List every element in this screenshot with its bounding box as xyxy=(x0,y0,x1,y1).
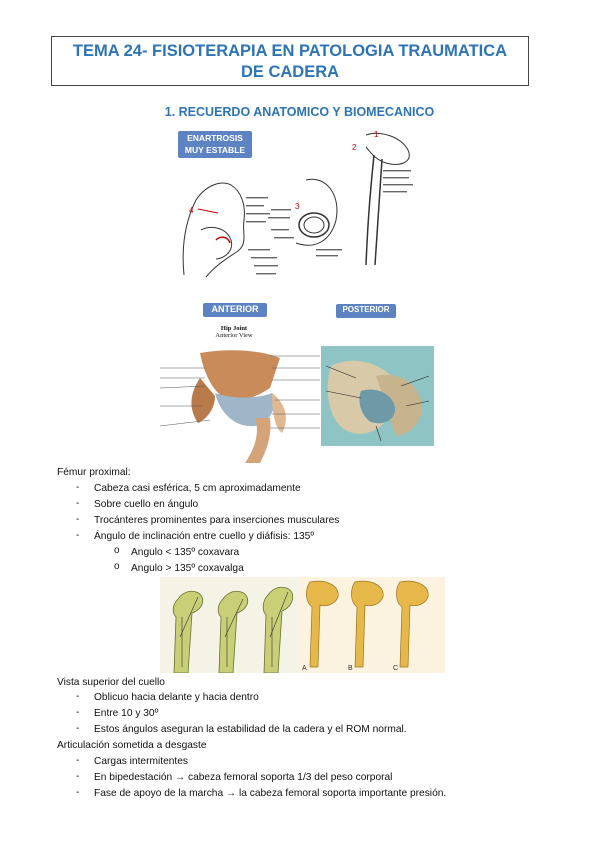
svg-text:4: 4 xyxy=(189,206,194,215)
femur-angle-figure: A B C xyxy=(160,577,445,673)
posterior-hip-illustration xyxy=(321,346,434,446)
svg-text:2: 2 xyxy=(352,143,357,152)
femur-item: Trocánteres prominentes para inserciones… xyxy=(94,515,340,526)
bullet-dash: - xyxy=(76,787,80,798)
neck-heading: Vista superior del cuello xyxy=(57,677,165,688)
bullet-dash: - xyxy=(76,755,80,766)
svg-text:3: 3 xyxy=(295,202,300,211)
enartrosis-label: ENARTROSIS MUY ESTABLE xyxy=(178,131,252,158)
wear-item: En bipedestación → cabeza femoral soport… xyxy=(94,772,393,783)
wear-heading: Articulación sometida a desgaste xyxy=(57,740,207,751)
bullet-dash: - xyxy=(76,530,80,541)
bullet-dash: - xyxy=(76,691,80,702)
title-line-2: DE CADERA xyxy=(240,63,340,81)
femur-item: Ángulo de inclinación entre cuello y diá… xyxy=(94,531,315,542)
femur-item: Sobre cuello en ángulo xyxy=(94,499,199,510)
title-line-1: TEMA 24- FISIOTERAPIA EN PATOLOGIA TRAUM… xyxy=(72,42,508,60)
neck-item: Entre 10 y 30º xyxy=(94,708,159,719)
angle-item: Angulo < 135º coxavara xyxy=(131,547,240,558)
bullet-dash: - xyxy=(76,514,80,525)
svg-text:C: C xyxy=(393,665,398,672)
anterior-hip-illustration xyxy=(160,350,320,463)
bullet-dash: - xyxy=(76,723,80,734)
title-box: TEMA 24- FISIOTERAPIA EN PATOLOGIA TRAUM… xyxy=(51,36,529,86)
bullet-dash: - xyxy=(76,771,80,782)
bullet-dash: - xyxy=(76,498,80,509)
bullet-dash: - xyxy=(76,707,80,718)
neck-item: Oblicuo hacia delante y hacia dentro xyxy=(94,692,259,703)
angle-item: Angulo > 135º coxavalga xyxy=(131,563,244,574)
femur-item: Cabeza casi esférica, 5 cm aproximadamen… xyxy=(94,483,301,494)
sub-bullet: o xyxy=(114,545,120,556)
section-heading: 1. RECUERDO ANATOMICO Y BIOMECANICO xyxy=(164,105,435,119)
femur-heading: Fémur proximal: xyxy=(57,467,131,478)
anterior-hip-title: Hip Joint Anterior View xyxy=(215,325,253,339)
posterior-label: POSTERIOR xyxy=(336,304,396,318)
bullet-dash: - xyxy=(76,482,80,493)
wear-item: Fase de apoyo de la marcha → la cabeza f… xyxy=(94,788,447,799)
svg-text:1: 1 xyxy=(374,130,379,139)
neck-item: Estos ángulos aseguran la estabilidad de… xyxy=(94,724,407,735)
wear-item: Cargas intermitentes xyxy=(94,756,188,767)
hip-anatomy-sketches: 4 3 1 2 xyxy=(182,130,413,278)
sub-bullet: o xyxy=(114,561,120,572)
anterior-label: ANTERIOR xyxy=(203,303,267,317)
svg-text:A: A xyxy=(302,665,307,672)
svg-text:B: B xyxy=(348,665,353,672)
